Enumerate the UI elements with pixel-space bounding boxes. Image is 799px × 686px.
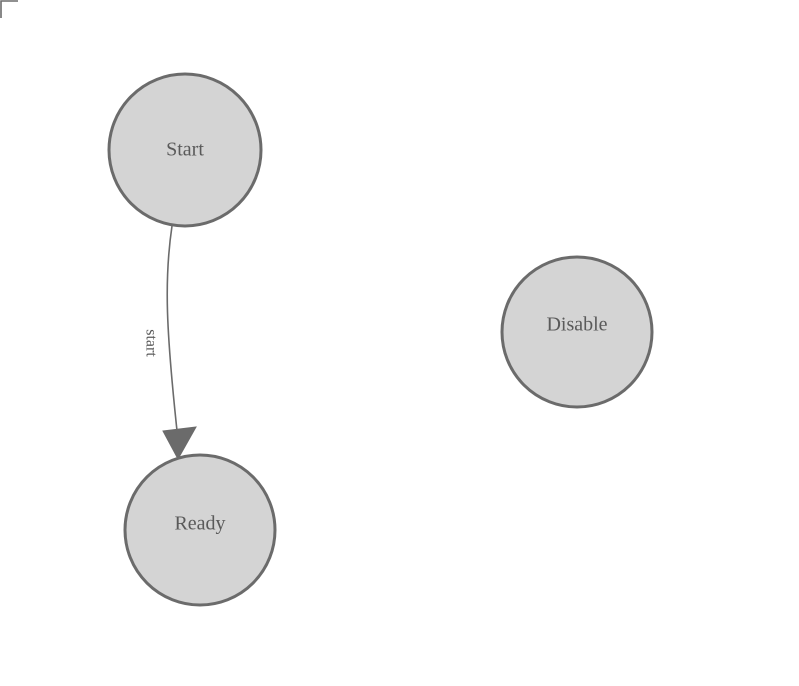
edge-label-start: start [142,329,159,357]
node-ready[interactable]: Ready [123,453,277,607]
node-ready-label: Ready [174,513,225,535]
nodes-layer: Start Ready Disable [107,72,654,607]
edge-start-to-ready[interactable]: start [142,225,197,461]
node-disable[interactable]: Disable [500,255,654,409]
arrowhead-icon [162,426,197,461]
node-start-circle[interactable] [107,72,263,228]
edge-line [166,225,179,441]
node-start-label: Start [166,139,204,161]
node-disable-circle[interactable] [500,255,654,409]
node-start[interactable]: Start [107,72,263,228]
crop-mark-top-left-icon [0,0,18,18]
edges-layer: start [142,225,197,461]
node-ready-circle[interactable] [123,453,277,607]
node-disable-label: Disable [546,314,607,336]
